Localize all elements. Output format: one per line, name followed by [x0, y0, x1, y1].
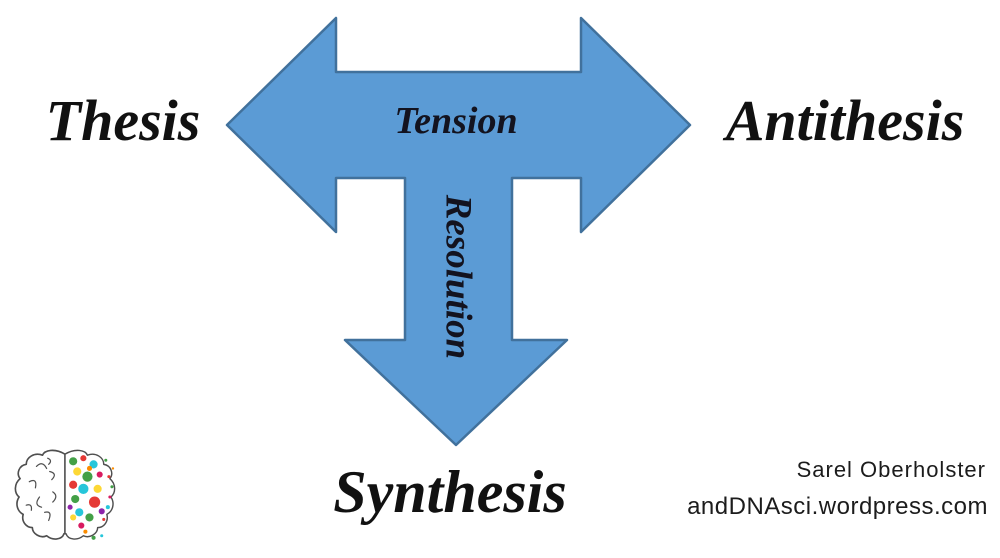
resolution-edge-label: Resolution	[437, 194, 479, 360]
brain-splash-pink	[78, 471, 112, 529]
brain-left-hemisphere	[14, 449, 66, 540]
brain-splash-orange	[83, 465, 115, 534]
brain-splash-teal	[75, 460, 110, 538]
thesis-node-label: Thesis	[45, 88, 201, 153]
brain-splash-purple	[67, 504, 105, 515]
tension-edge-label: Tension	[394, 100, 518, 142]
brain-icon	[14, 449, 116, 540]
brain-splash-yellow	[70, 467, 102, 521]
website-credit: andDNAsci.wordpress.com	[687, 493, 988, 520]
synthesis-node-label: Synthesis	[333, 459, 567, 525]
antithesis-node-label: Antithesis	[725, 88, 965, 153]
tension-resolution-arrow	[225, 16, 692, 447]
brain-splash-red	[69, 455, 111, 521]
brain-splash-green	[69, 457, 114, 540]
author-credit: Sarel Oberholster	[796, 457, 986, 482]
